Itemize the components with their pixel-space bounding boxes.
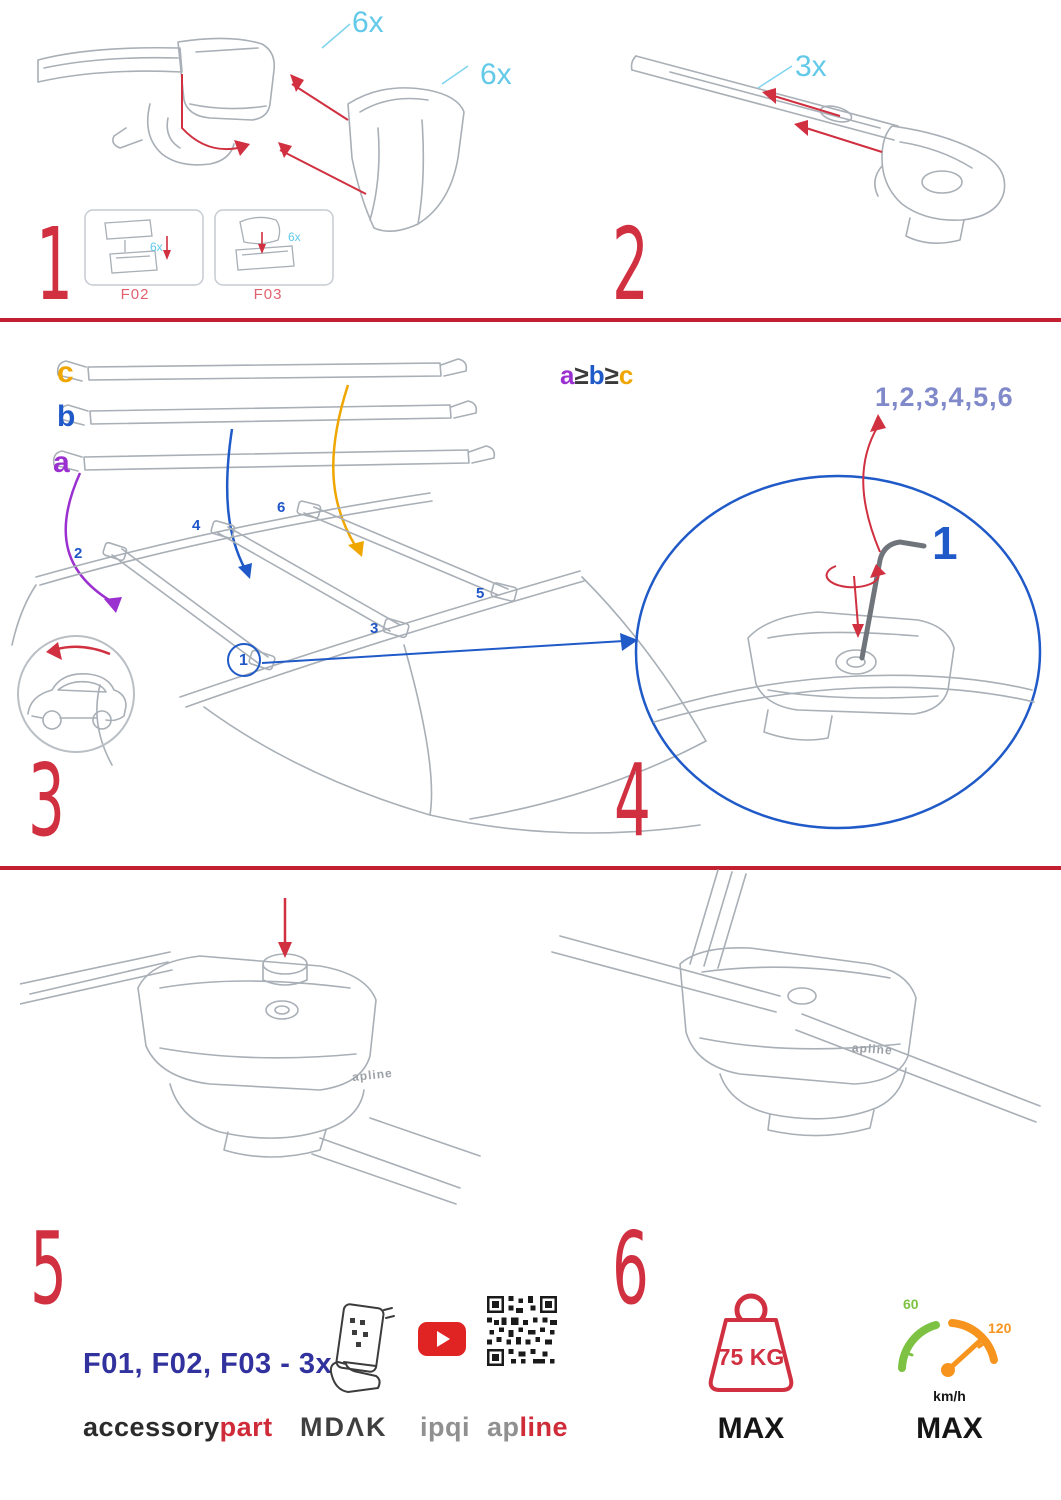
step1-box1-qty: 6x: [150, 240, 163, 254]
step3-number: 3: [28, 742, 65, 859]
rule-ge1: ≥: [574, 360, 589, 390]
brand-accessory: accessory: [83, 1412, 220, 1442]
weight-max-label: MAX: [717, 1412, 785, 1445]
rule-b: b: [588, 360, 605, 390]
step6-number: 6: [612, 1210, 649, 1327]
speed-low-label: 60: [903, 1296, 919, 1312]
step4-detail-illustration: [634, 414, 1042, 830]
brand-ipqi: ipqi: [420, 1412, 470, 1442]
rule-c: c: [618, 360, 634, 390]
bar-order-rule: a≥b≥c: [560, 360, 633, 391]
brand-apline: apline: [487, 1412, 568, 1443]
play-triangle-icon: [437, 1331, 450, 1347]
brand-part: part: [219, 1412, 273, 1442]
part-boxes: [84, 209, 334, 286]
weight-limit-value: 75 KG: [717, 1344, 785, 1370]
rule-ge2: ≥: [604, 360, 619, 390]
speedometer-icon: [898, 1319, 998, 1377]
part-label-f02: F02: [120, 286, 150, 303]
speed-high-label: 120: [988, 1320, 1012, 1336]
allen-key-icon: [859, 539, 927, 661]
roof-position-1: 1: [239, 652, 248, 669]
rule-a: a: [560, 360, 575, 390]
qr-code: [487, 1296, 557, 1366]
roof-position-4: 4: [192, 517, 201, 534]
roof-position-5: 5: [476, 585, 485, 602]
bar-label-a: a: [53, 446, 70, 479]
step5-number: 5: [30, 1210, 67, 1327]
car-direction-inset: [17, 635, 135, 753]
brand-mdak: MDΛK: [300, 1412, 388, 1442]
step5-clamp-illustration: [20, 898, 481, 1205]
phone-scan-qr-icon: [329, 1303, 395, 1393]
step4-number: 4: [614, 742, 651, 859]
red-arrowheads: [234, 74, 304, 158]
clamp-logo-step6: apline: [851, 1040, 894, 1058]
roof-position-6: 6: [277, 499, 286, 516]
step1-number: 1: [36, 206, 73, 323]
speed-max-label: MAX: [916, 1412, 983, 1445]
cyan-leader-lines: [321, 23, 469, 85]
section-divider-1: [0, 318, 1061, 322]
parts-summary: F01, F02, F03 - 3x: [83, 1348, 333, 1380]
youtube-icon: [418, 1322, 466, 1356]
roof-position-2: 2: [74, 545, 83, 562]
step2-crossbar-illustration: [630, 55, 1006, 244]
brand-accessorypart: accessorypart: [83, 1412, 273, 1443]
step3-roof-illustration: [11, 358, 707, 834]
bar-label-b: b: [57, 400, 76, 433]
step4-tool-label: 1: [932, 517, 958, 569]
roof-position-3: 3: [370, 620, 379, 637]
brand-line: line: [519, 1412, 569, 1442]
step2-qty: 3x: [795, 50, 827, 83]
step6-clamp-illustration: [551, 869, 1041, 1137]
section-divider-2: [0, 866, 1061, 870]
bar-label-c: c: [57, 356, 74, 389]
brand-ap: ap: [487, 1412, 520, 1442]
weight-limit-icon: [708, 1293, 794, 1392]
step1-clamp-cover-illustration: [37, 23, 469, 286]
step1-cover-qty: 6x: [480, 58, 512, 91]
tightening-sequence: 1,2,3,4,5,6: [875, 382, 1014, 412]
step1-box2-qty: 6x: [288, 230, 301, 244]
speed-unit-label: km/h: [933, 1388, 966, 1404]
part-label-f03: F03: [253, 286, 283, 303]
step1-clamp-qty: 6x: [352, 6, 384, 39]
step2-number: 2: [612, 206, 649, 323]
